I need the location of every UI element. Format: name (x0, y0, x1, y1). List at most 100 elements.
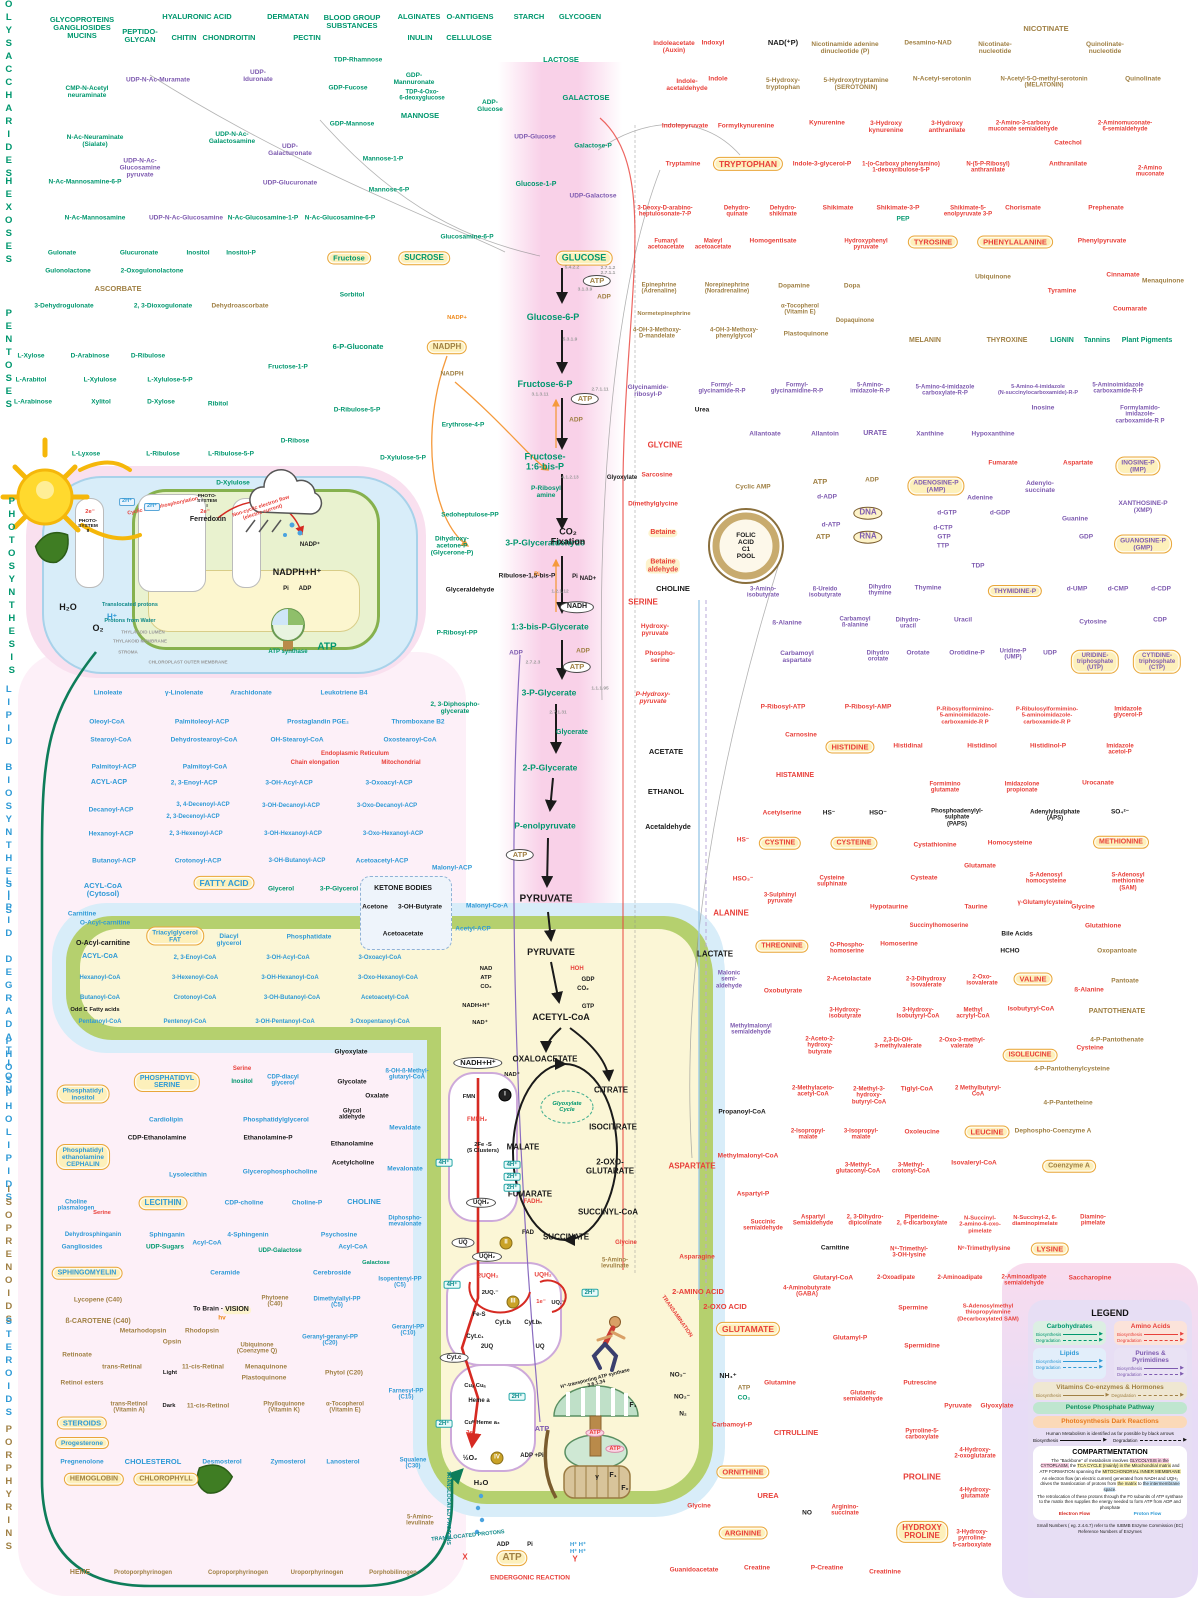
alanine: ß-Alanine (1074, 986, 1104, 994)
epinephrine-adrenaline: Epinephrine (Adrenaline) (641, 282, 677, 295)
gangliosides: Gangliosides (61, 1243, 103, 1251)
nad: NAD⁺ (472, 1019, 488, 1026)
homocysteine: Homocysteine (987, 839, 1033, 847)
3-hydroxy-kynurenine: 3-Hydroxy kynurenine (868, 119, 904, 134)
gdp: GDP (581, 976, 595, 983)
3-oh-hexanoyl-acp: 3-OH-Hexanoyl-ACP (264, 830, 322, 837)
2e: 2e⁻ (85, 508, 95, 515)
ubiquinone: Ubiquinone (975, 273, 1011, 281)
tryptamine: Tryptamine (665, 160, 701, 168)
oxoleucine: Oxoleucine (904, 1128, 940, 1136)
fmnh: FMNH₂ (467, 1116, 487, 1123)
photosystem-2-box (75, 498, 104, 588)
ethanol: ETHANOL (647, 786, 685, 796)
arachidonate: Arachidonate (230, 689, 272, 697)
dihydroxy-acetone-p-glycerone-p: Dihydroxy- acetone-P (Glycerone-P) (430, 535, 474, 557)
3-oxo-hexanoyl-acp: 3-Oxo-Hexanoyl-ACP (362, 830, 424, 837)
guanine: Guanine (1061, 515, 1089, 523)
cellulose: CELLULOSE (446, 32, 492, 42)
betaine-aldehyde: Betaine aldehyde (645, 558, 681, 574)
cyclic-amp: Cyclic AMP (735, 483, 771, 491)
4-aminobutyrate-gaba: 4-Aminobutyrate (GABA) (783, 1285, 831, 1298)
n-acetyl-5-o-methyl-serotonin-melatonin: N-Acetyl-5-O-methyl-serotonin (MELATONIN… (1000, 76, 1088, 89)
glucuronate: Glucuronate (119, 249, 159, 257)
sphingomyelin: SPHINGOMYELIN (51, 1266, 123, 1280)
2-3-diphospho-glycerate: 2, 3-Diphospho- glycerate (430, 700, 480, 715)
lysine: LYSINE (1030, 1242, 1070, 1256)
2-7-2-3: 2.7.2.3 (525, 660, 541, 666)
adp: ADP (509, 649, 523, 657)
methyl-acrylyl-coa: Methyl acrylyl-CoA (956, 1007, 990, 1020)
3-1-3-11: 3.1.3.11 (531, 392, 549, 398)
glycerophosphocholine: Glycerophosphocholine (242, 1168, 318, 1176)
4-p-pantothenylcysteine: 4-P-Pantothenylcysteine (1034, 1065, 1110, 1073)
i: I (498, 1088, 512, 1102)
oh-methyl-glutaryl-coa: ß-OH-ß-Methyl- glutaryl-CoA (385, 1068, 429, 1081)
dopa: Dopa (843, 282, 861, 290)
hexanoyl-coa: Hexanoyl-CoA (79, 974, 121, 981)
peptido-glycan: PEPTIDO- GLYCAN (122, 26, 158, 44)
stroma: STROMA (118, 649, 138, 655)
succinic-semialdehyde: Succinic semialdehyde (743, 1219, 783, 1232)
acyl-coa-cytosol: ACYL-CoA (Cytosol) (83, 880, 123, 898)
glycogen: GLYCOGEN (558, 11, 602, 21)
fructose-1-6-bis-p: Fructose- 1:6-bis-P (524, 451, 566, 471)
leucine: LEUCINE (964, 1125, 1010, 1139)
urea: UREA (757, 1490, 779, 1500)
2h: 2H⁺ (503, 1172, 521, 1182)
tdp: TDP (971, 562, 985, 570)
hypotaurine: Hypotaurine (870, 903, 908, 911)
histidinal: Histidinal (893, 742, 923, 750)
2-3-decenoyl-acp: 2, 3-Decenoyl-ACP (166, 813, 220, 820)
cu-heme-a: Cuᴮ Heme a₃ (464, 1419, 500, 1426)
coenzyme-a: Coenzyme A (1042, 1159, 1096, 1173)
serine: Serine (93, 1209, 111, 1216)
mevaldate: Mevaldate (389, 1124, 421, 1132)
pyruvate: Pyruvate (944, 1402, 972, 1410)
isovaleryl-coa: Isovaleryl-CoA (951, 1159, 997, 1167)
citrate: CITRATE (593, 1085, 629, 1095)
uqh: UQH₂ (472, 1251, 502, 1263)
shikimate-3-p: Shikimate-3-P (876, 204, 920, 212)
non-cyclic-electron-flow-electric-current: Non-cyclic electron flow (electric curre… (231, 494, 291, 522)
dehydrosphinganin: Dehydrosphinganin (64, 1231, 122, 1238)
photo-system-i: PHOTO- SYSTEM I (197, 494, 217, 510)
ethanolamine: Ethanolamine (330, 1140, 374, 1148)
gtp: GTP (581, 1003, 595, 1010)
indole-acetaldehyde: Indole- acetaldehyde (666, 77, 708, 92)
formylkynurenine: Formylkynurenine (717, 122, 775, 130)
to-brain: To Brain - (193, 1305, 223, 1313)
pantoate: Pantoate (1111, 977, 1139, 985)
acetone: Acetone (362, 903, 388, 911)
mitochondrial: Mitochondrial (381, 759, 421, 766)
putrescine: Putrescine (903, 1379, 937, 1387)
3-oxopentanoyl-coa: 3-Oxopentanoyl-CoA (350, 1018, 410, 1025)
geranyl-pp-c10: Geranyl-PP (C10) (391, 1324, 425, 1337)
endoplasmic-reticulum: Endoplasmic Reticulum (320, 750, 390, 757)
acyl-coa: Acyl-CoA (338, 1243, 368, 1251)
choline-plasmalogen: Choline plasmalogen (57, 1199, 95, 1212)
rna: RNA (853, 530, 883, 544)
3-oxoacyl-coa: 3-Oxoacyl-CoA (358, 954, 402, 961)
cytidine-triphosphate-ctp: CYTIDINE- triphosphate (CTP) (1132, 649, 1182, 675)
glycinamide-ribosyl-p: Glycinamide- ribosyl-P (627, 383, 669, 398)
ferredoxin: Ferredoxin (189, 516, 227, 524)
fad: FAD (522, 1229, 534, 1236)
3-oh-decanoyl-acp: 3-OH-Decanoyl-ACP (262, 802, 320, 809)
trans-retinol-vitamin-a: trans-Retinol (Vitamin A) (110, 1401, 148, 1414)
allantoin: Allantoin (811, 430, 839, 438)
d-xylulose: D-Xylulose (216, 479, 250, 487)
sedoheptulose-pp: Sedoheptulose-PP (441, 511, 499, 519)
adp: ADP (597, 293, 611, 301)
cyt-c: Cyt.c (439, 1352, 469, 1364)
endergonic-reaction: ENDERGONIC REACTION (490, 1574, 570, 1582)
acetylserine: Acetylserine (762, 809, 802, 817)
glutamic-semialdehyde: Glutamic semialdehyde (843, 1390, 883, 1403)
d-cdp: d-CDP (1151, 585, 1171, 593)
margin-photosynthesis: PHOTOSYNTHESIS (6, 496, 18, 678)
asparagine: Asparagine (679, 1253, 715, 1261)
4-hydroxy-glutamate: 4-Hydroxy- glutamate (959, 1487, 991, 1500)
phosphatidylglycerol: Phosphatidylglycerol (243, 1116, 309, 1124)
serine: Serine (232, 1065, 252, 1072)
